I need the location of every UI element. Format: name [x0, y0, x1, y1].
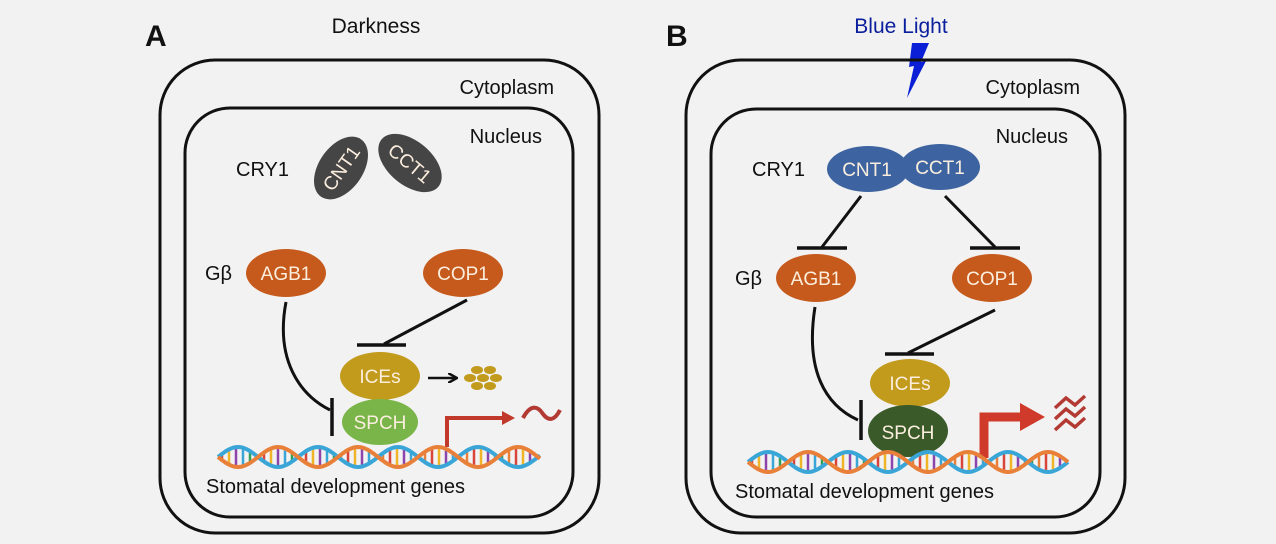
condition-label-darkness: Darkness: [332, 15, 421, 38]
cry1-cnt1-domain: CNT1: [314, 136, 368, 200]
cry1-label: CRY1: [236, 159, 289, 181]
cytoplasm-label: Cytoplasm: [460, 77, 554, 99]
cry1-cnt1-domain: [827, 146, 909, 192]
genes-label: Stomatal development genes: [735, 481, 994, 503]
cop1-node: [423, 249, 503, 297]
cop1-inhibits-ices-line: [383, 298, 468, 346]
ices-node: [340, 352, 420, 400]
spch-label: SPCH: [882, 423, 935, 444]
spch-node: [342, 399, 418, 445]
gbeta-label: Gβ: [205, 263, 232, 285]
panel-a: A Darkness Cytoplasm Nucleus CRY1 CNT1 C…: [145, 15, 601, 535]
cry1-cct1-domain: [900, 144, 980, 190]
transcription-arrow-head: [1020, 403, 1045, 431]
spch-label: SPCH: [354, 413, 407, 434]
nucleus-label: Nucleus: [996, 126, 1068, 148]
panel-letter-a: A: [145, 20, 167, 53]
blue-light-bolt-icon: [907, 43, 929, 98]
cytoplasm-label: Cytoplasm: [986, 77, 1080, 99]
cop1-label: COP1: [966, 269, 1018, 290]
panel-letter-b: B: [666, 20, 688, 53]
agb1-inhibits-spch-curve: [281, 301, 331, 412]
nucleus-label: Nucleus: [470, 126, 542, 148]
cop1-node: [952, 254, 1032, 302]
agb1-node: [776, 254, 856, 302]
ices-label: ICEs: [889, 374, 930, 395]
dna-strand-orange: [746, 449, 1070, 475]
cry1-inhibits-cop1-line: [943, 194, 997, 249]
agb1-label: AGB1: [261, 264, 312, 285]
agb1-node: [246, 249, 326, 297]
cry1-label: CRY1: [752, 159, 805, 181]
transcription-arrow: [979, 412, 1030, 458]
cnt1-label: CNT1: [842, 160, 892, 181]
transcription-arrow: [445, 416, 505, 447]
dna-helix: [216, 444, 542, 470]
condition-label-blue-light: Blue Light: [854, 15, 948, 38]
spch-node: [868, 405, 948, 457]
mrna-high-icon: [1053, 394, 1087, 432]
ices-label: ICEs: [359, 367, 400, 388]
nucleus-boundary: [183, 106, 575, 519]
cry1-inhibits-agb1-line: [820, 195, 863, 248]
gbeta-label: Gβ: [735, 268, 762, 290]
dna-strand-orange: [216, 444, 542, 470]
cytoplasm-boundary: [684, 58, 1127, 535]
dna-helix: [746, 449, 1070, 475]
nucleus-boundary: [709, 107, 1102, 519]
genes-label: Stomatal development genes: [206, 476, 465, 498]
cytoplasm-boundary: [158, 58, 601, 535]
agb1-inhibits-spch-curve: [810, 306, 859, 422]
cct1-label: CCT1: [915, 158, 965, 179]
transcription-arrow-head: [502, 411, 515, 425]
agb1-label: AGB1: [791, 269, 842, 290]
degraded-fragments: [464, 366, 502, 390]
cop1-inhibits-ices-line: [907, 308, 996, 355]
cry1-cct1-domain: CCT1: [378, 133, 442, 193]
panel-b: B Blue Light Cytoplasm Nucleus CRY1 CNT1…: [666, 15, 1127, 535]
cop1-label: COP1: [437, 264, 489, 285]
ices-node: [870, 359, 950, 407]
mrna-low-icon: [521, 405, 562, 421]
